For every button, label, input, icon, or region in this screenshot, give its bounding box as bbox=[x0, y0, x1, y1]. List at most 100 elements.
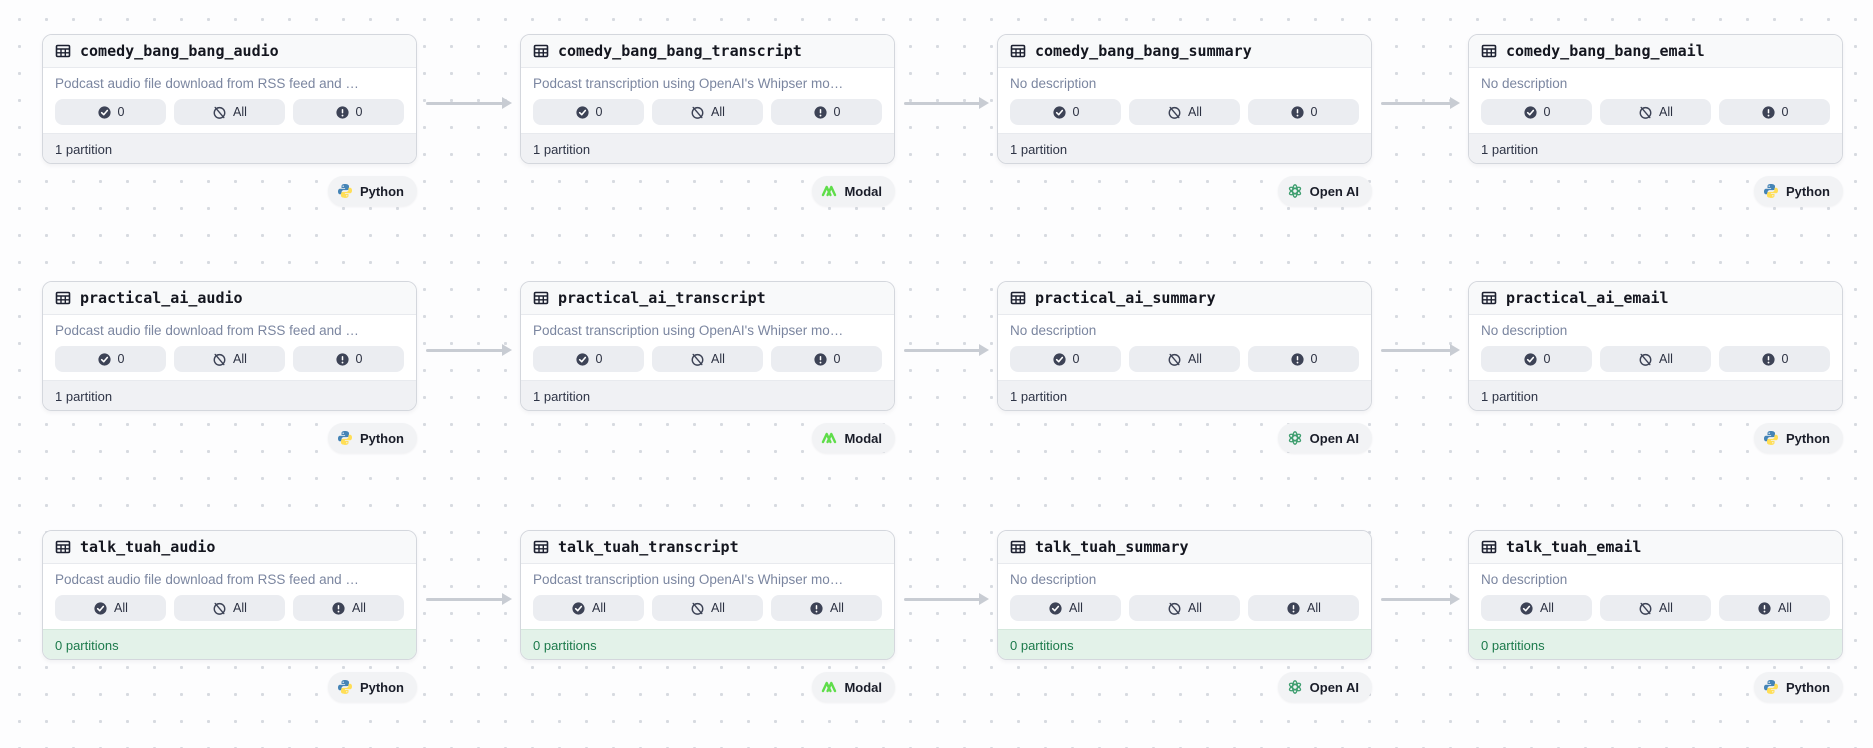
asset-node-practical-ai-transcript[interactable]: practical_ai_transcript Podcast transcri… bbox=[520, 281, 895, 411]
asset-name: talk_tuah_transcript bbox=[558, 538, 739, 556]
table-icon bbox=[1481, 43, 1497, 59]
asset-name: practical_ai_audio bbox=[80, 289, 243, 307]
status-badges: 0 All 0 bbox=[1481, 346, 1830, 372]
missing-count-badge: All bbox=[1129, 346, 1240, 372]
materialized-count-badge: 0 bbox=[55, 346, 166, 372]
asset-node-body: No description 0 All 0 bbox=[998, 315, 1371, 380]
badge-value: 0 bbox=[595, 105, 603, 119]
compute-kind-tag-modal[interactable]: Modal bbox=[812, 672, 895, 702]
compute-kind-tag-python[interactable]: Python bbox=[327, 423, 417, 453]
asset-node-header: talk_tuah_email bbox=[1469, 531, 1842, 564]
asset-node-talk-tuah-audio[interactable]: talk_tuah_audio Podcast audio file downl… bbox=[42, 530, 417, 660]
asset-description: Podcast transcription using OpenAI's Whi… bbox=[533, 76, 844, 91]
tag-label: Modal bbox=[844, 183, 882, 199]
failed-count-badge: All bbox=[771, 595, 882, 621]
slash-circle-icon bbox=[690, 105, 705, 120]
asset-description: No description bbox=[1010, 572, 1097, 587]
table-icon bbox=[55, 290, 71, 306]
status-badges: 0 All 0 bbox=[533, 99, 882, 125]
partition-count: 1 partition bbox=[998, 380, 1371, 410]
failed-count-badge: 0 bbox=[1719, 99, 1830, 125]
materialized-count-badge: 0 bbox=[1010, 346, 1121, 372]
partition-count: 1 partition bbox=[1469, 133, 1842, 163]
asset-name: practical_ai_transcript bbox=[558, 289, 766, 307]
asset-name: comedy_bang_bang_summary bbox=[1035, 42, 1252, 60]
exclamation-circle-icon bbox=[1286, 601, 1301, 616]
asset-node-practical-ai-summary[interactable]: practical_ai_summary No description 0 Al… bbox=[997, 281, 1372, 411]
asset-node-comedy-bang-bang-transcript[interactable]: comedy_bang_bang_transcript Podcast tran… bbox=[520, 34, 895, 164]
compute-kind-tag-python[interactable]: Python bbox=[327, 672, 417, 702]
check-circle-icon bbox=[93, 601, 108, 616]
asset-name: comedy_bang_bang_email bbox=[1506, 42, 1705, 60]
slash-circle-icon bbox=[1167, 352, 1182, 367]
compute-kind-tag-modal[interactable]: Modal bbox=[812, 176, 895, 206]
asset-description: Podcast transcription using OpenAI's Whi… bbox=[533, 323, 844, 338]
asset-node-practical-ai-email[interactable]: practical_ai_email No description 0 All … bbox=[1468, 281, 1843, 411]
check-circle-icon bbox=[97, 352, 112, 367]
missing-count-badge: All bbox=[174, 99, 285, 125]
tag-label: Python bbox=[359, 183, 404, 199]
partition-count: 1 partition bbox=[998, 133, 1371, 163]
asset-description: No description bbox=[1010, 76, 1097, 91]
asset-node-comedy-bang-bang-summary[interactable]: comedy_bang_bang_summary No description … bbox=[997, 34, 1372, 164]
compute-kind-tag-python[interactable]: Python bbox=[327, 176, 417, 206]
tag-row: Python bbox=[1468, 672, 1843, 702]
asset-node-talk-tuah-transcript[interactable]: talk_tuah_transcript Podcast transcripti… bbox=[520, 530, 895, 660]
badge-value: All bbox=[711, 352, 725, 366]
check-circle-icon bbox=[1048, 601, 1063, 616]
asset-node-talk-tuah-summary[interactable]: talk_tuah_summary No description All All… bbox=[997, 530, 1372, 660]
compute-kind-tag-python[interactable]: Python bbox=[1753, 176, 1843, 206]
asset-node-body: No description 0 All 0 bbox=[1469, 315, 1842, 380]
asset-node-comedy-bang-bang-audio[interactable]: comedy_bang_bang_audio Podcast audio fil… bbox=[42, 34, 417, 164]
slash-circle-icon bbox=[1167, 601, 1182, 616]
badge-value: All bbox=[711, 105, 725, 119]
compute-kind-tag-python[interactable]: Python bbox=[1753, 672, 1843, 702]
tag-row: Open AI bbox=[997, 423, 1372, 453]
asset-node-header: talk_tuah_transcript bbox=[521, 531, 894, 564]
modal-icon bbox=[821, 430, 837, 446]
edge-arrow bbox=[1381, 593, 1460, 606]
compute-kind-tag-openai[interactable]: Open AI bbox=[1277, 176, 1372, 206]
badge-value: 0 bbox=[595, 352, 603, 366]
edge-arrow bbox=[426, 344, 512, 357]
badge-value: 0 bbox=[1543, 352, 1551, 366]
badge-value: 0 bbox=[1072, 105, 1080, 119]
python-icon bbox=[337, 183, 353, 199]
compute-kind-tag-modal[interactable]: Modal bbox=[812, 423, 895, 453]
exclamation-circle-icon bbox=[1761, 105, 1776, 120]
exclamation-circle-icon bbox=[813, 105, 828, 120]
asset-node-body: No description All All All bbox=[998, 564, 1371, 629]
edge-arrow bbox=[904, 97, 989, 110]
edge-arrow bbox=[904, 593, 989, 606]
asset-node-header: comedy_bang_bang_email bbox=[1469, 35, 1842, 68]
badge-value: All bbox=[233, 601, 247, 615]
asset-name: practical_ai_summary bbox=[1035, 289, 1216, 307]
status-badges: All All All bbox=[533, 595, 882, 621]
failed-count-badge: 0 bbox=[293, 99, 404, 125]
badge-value: All bbox=[1540, 601, 1554, 615]
materialized-count-badge: All bbox=[1481, 595, 1592, 621]
badge-value: 0 bbox=[1310, 105, 1318, 119]
asset-node-body: Podcast transcription using OpenAI's Whi… bbox=[521, 315, 894, 380]
asset-node-body: Podcast audio file download from RSS fee… bbox=[43, 315, 416, 380]
asset-node-practical-ai-audio[interactable]: practical_ai_audio Podcast audio file do… bbox=[42, 281, 417, 411]
asset-node-body: No description 0 All 0 bbox=[998, 68, 1371, 133]
edge-arrow bbox=[426, 593, 512, 606]
asset-node-talk-tuah-email[interactable]: talk_tuah_email No description All All A… bbox=[1468, 530, 1843, 660]
badge-value: All bbox=[114, 601, 128, 615]
compute-kind-tag-python[interactable]: Python bbox=[1753, 423, 1843, 453]
badge-value: All bbox=[1069, 601, 1083, 615]
asset-node-comedy-bang-bang-email[interactable]: comedy_bang_bang_email No description 0 … bbox=[1468, 34, 1843, 164]
asset-name: practical_ai_email bbox=[1506, 289, 1669, 307]
compute-kind-tag-openai[interactable]: Open AI bbox=[1277, 672, 1372, 702]
asset-cell: talk_tuah_transcript Podcast transcripti… bbox=[520, 530, 895, 702]
check-circle-icon bbox=[97, 105, 112, 120]
missing-count-badge: All bbox=[652, 99, 763, 125]
tag-label: Open AI bbox=[1309, 679, 1359, 695]
slash-circle-icon bbox=[1638, 352, 1653, 367]
slash-circle-icon bbox=[690, 352, 705, 367]
materialized-count-badge: All bbox=[533, 595, 644, 621]
badge-value: All bbox=[830, 601, 844, 615]
badge-value: 0 bbox=[1543, 105, 1551, 119]
compute-kind-tag-openai[interactable]: Open AI bbox=[1277, 423, 1372, 453]
